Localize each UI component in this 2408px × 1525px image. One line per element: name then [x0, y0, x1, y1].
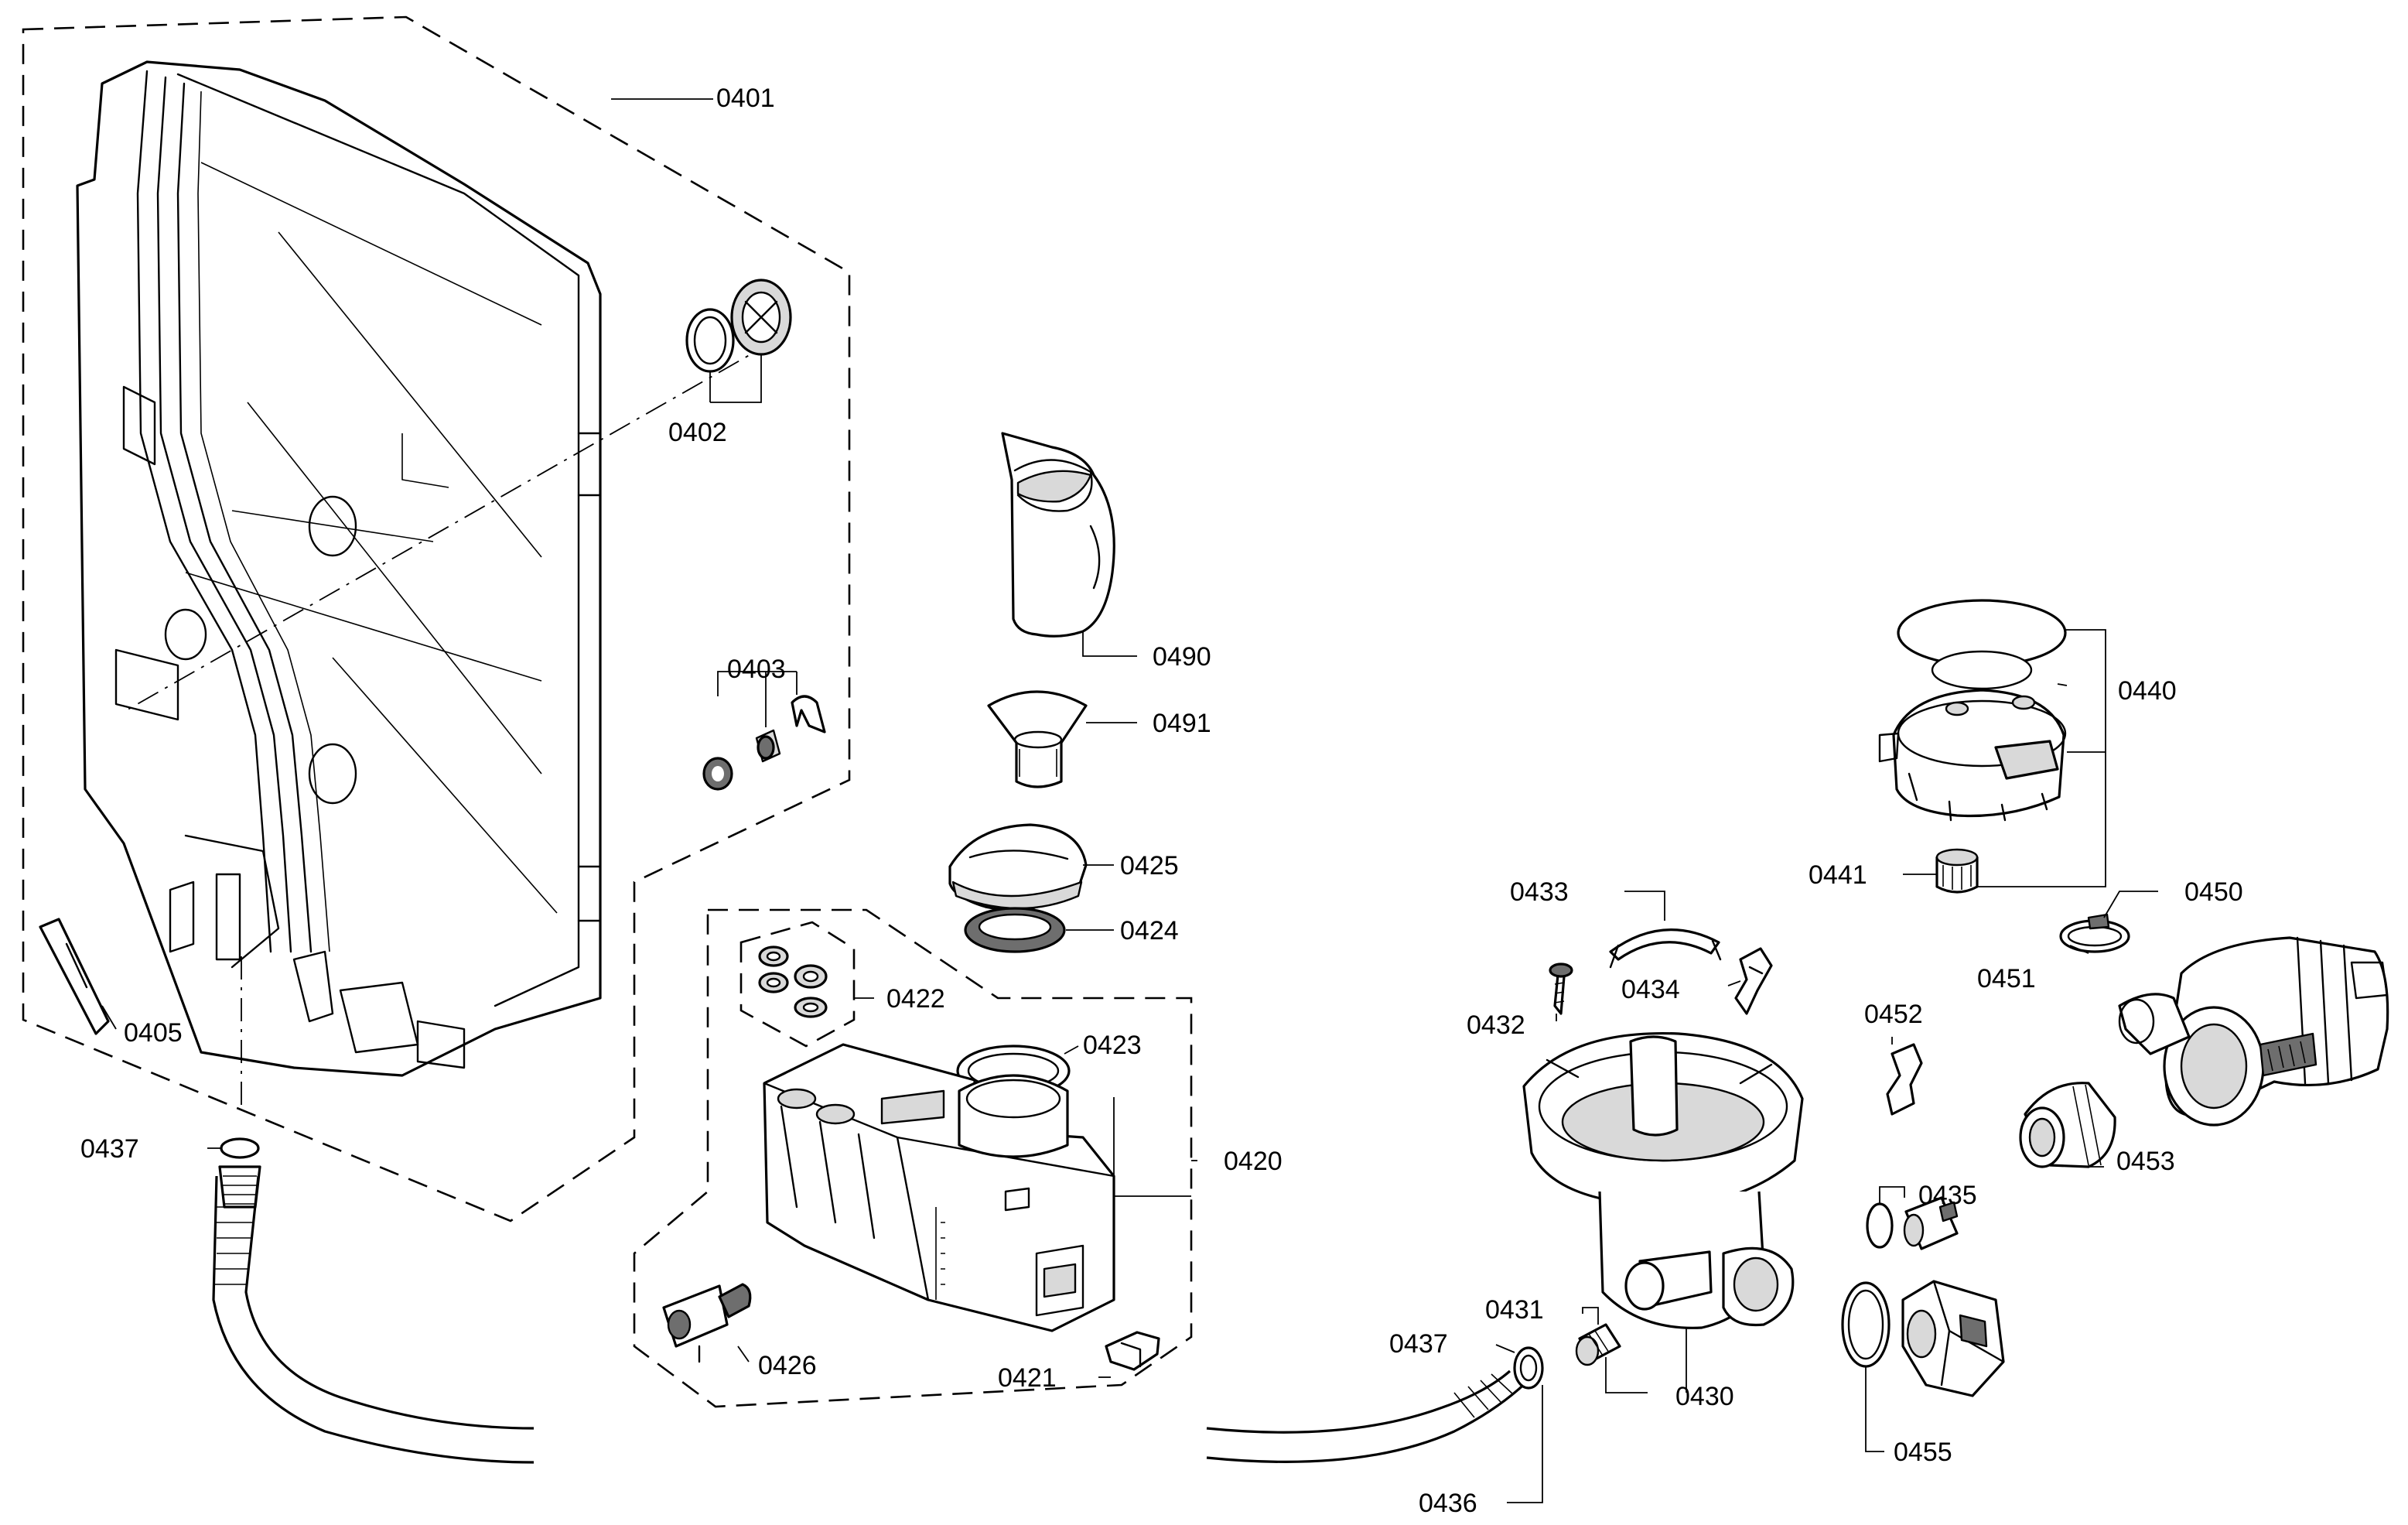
fill-funnel-0490	[1001, 432, 1115, 638]
seal-0435	[1866, 1202, 1894, 1249]
sump-0430	[1522, 1031, 1804, 1329]
label-0455: 0455	[1894, 1438, 1952, 1467]
label-0450: 0450	[2184, 877, 2243, 907]
door-seal-ring	[685, 308, 735, 373]
dosing-cap	[730, 279, 792, 356]
label-0402: 0402	[668, 418, 727, 447]
label-0453: 0453	[2116, 1147, 2175, 1176]
label-0421: 0421	[998, 1363, 1057, 1393]
label-0422: 0422	[886, 984, 945, 1014]
door-inner-panel	[76, 60, 602, 1077]
cone-adapter-0491	[987, 690, 1088, 788]
label-0441: 0441	[1809, 860, 1867, 890]
bracket-0452	[1886, 1043, 1923, 1116]
lever-0405	[39, 918, 110, 1035]
clamp-0433	[1609, 928, 1722, 969]
pump-part-0435	[1903, 1196, 1959, 1250]
small-seal-0403	[702, 757, 733, 791]
label-0451: 0451	[1977, 964, 2036, 993]
label-0420: 0420	[1224, 1147, 1283, 1176]
clip-0421	[1105, 1331, 1160, 1371]
group-outline-0422	[739, 921, 856, 1048]
drain-pump-seal-0455	[1841, 1281, 1891, 1368]
label-0435: 0435	[1918, 1181, 1977, 1210]
seal-set-0422	[758, 945, 828, 1018]
group-outline-0401	[22, 15, 851, 1222]
part-labels: 0401 0402 0403 0405 0420 0421 0422 0423 …	[80, 84, 2243, 1518]
label-0490: 0490	[1153, 642, 1211, 672]
valve-0426	[662, 1283, 752, 1363]
label-0491: 0491	[1153, 709, 1211, 738]
label-0436: 0436	[1419, 1489, 1477, 1518]
label-0440: 0440	[2118, 676, 2177, 706]
label-0434: 0434	[1621, 975, 1680, 1004]
plug-0403	[755, 729, 781, 763]
label-0437-right: 0437	[1389, 1329, 1448, 1359]
drain-pump-0455	[1901, 1280, 2005, 1397]
drain-hose-right	[1206, 1346, 1544, 1464]
label-0424: 0424	[1120, 916, 1179, 945]
label-0433: 0433	[1510, 877, 1569, 907]
pump-housing-0440	[1878, 650, 2067, 822]
label-0432: 0432	[1467, 1010, 1525, 1040]
screw-0432	[1549, 963, 1573, 1015]
label-0437-left: 0437	[80, 1134, 139, 1164]
lock-ring-0424	[964, 907, 1066, 953]
impeller-0441	[1935, 848, 1979, 894]
leader-lines	[101, 98, 2158, 1503]
hose-clamp-0451	[2059, 913, 2130, 953]
water-softener-0420	[763, 1043, 1115, 1332]
label-0431: 0431	[1485, 1295, 1544, 1325]
group-outline-0420	[633, 908, 1193, 1408]
label-0401: 0401	[716, 84, 775, 113]
dosing-cover-0425	[948, 823, 1088, 911]
label-0430: 0430	[1675, 1382, 1734, 1411]
pump-connector-0453	[2019, 1082, 2116, 1168]
label-0426: 0426	[758, 1351, 817, 1380]
drain-hose-left	[212, 1137, 535, 1464]
label-0403: 0403	[727, 655, 786, 684]
circulation-pump-0450	[2118, 936, 2389, 1127]
label-0452: 0452	[1864, 1000, 1923, 1029]
label-0425: 0425	[1120, 851, 1179, 880]
clip-0434	[1734, 947, 1773, 1015]
clip-0403	[791, 695, 826, 733]
label-0405: 0405	[124, 1018, 183, 1048]
label-0423: 0423	[1083, 1031, 1142, 1060]
hose-adapter-0431	[1575, 1323, 1621, 1366]
